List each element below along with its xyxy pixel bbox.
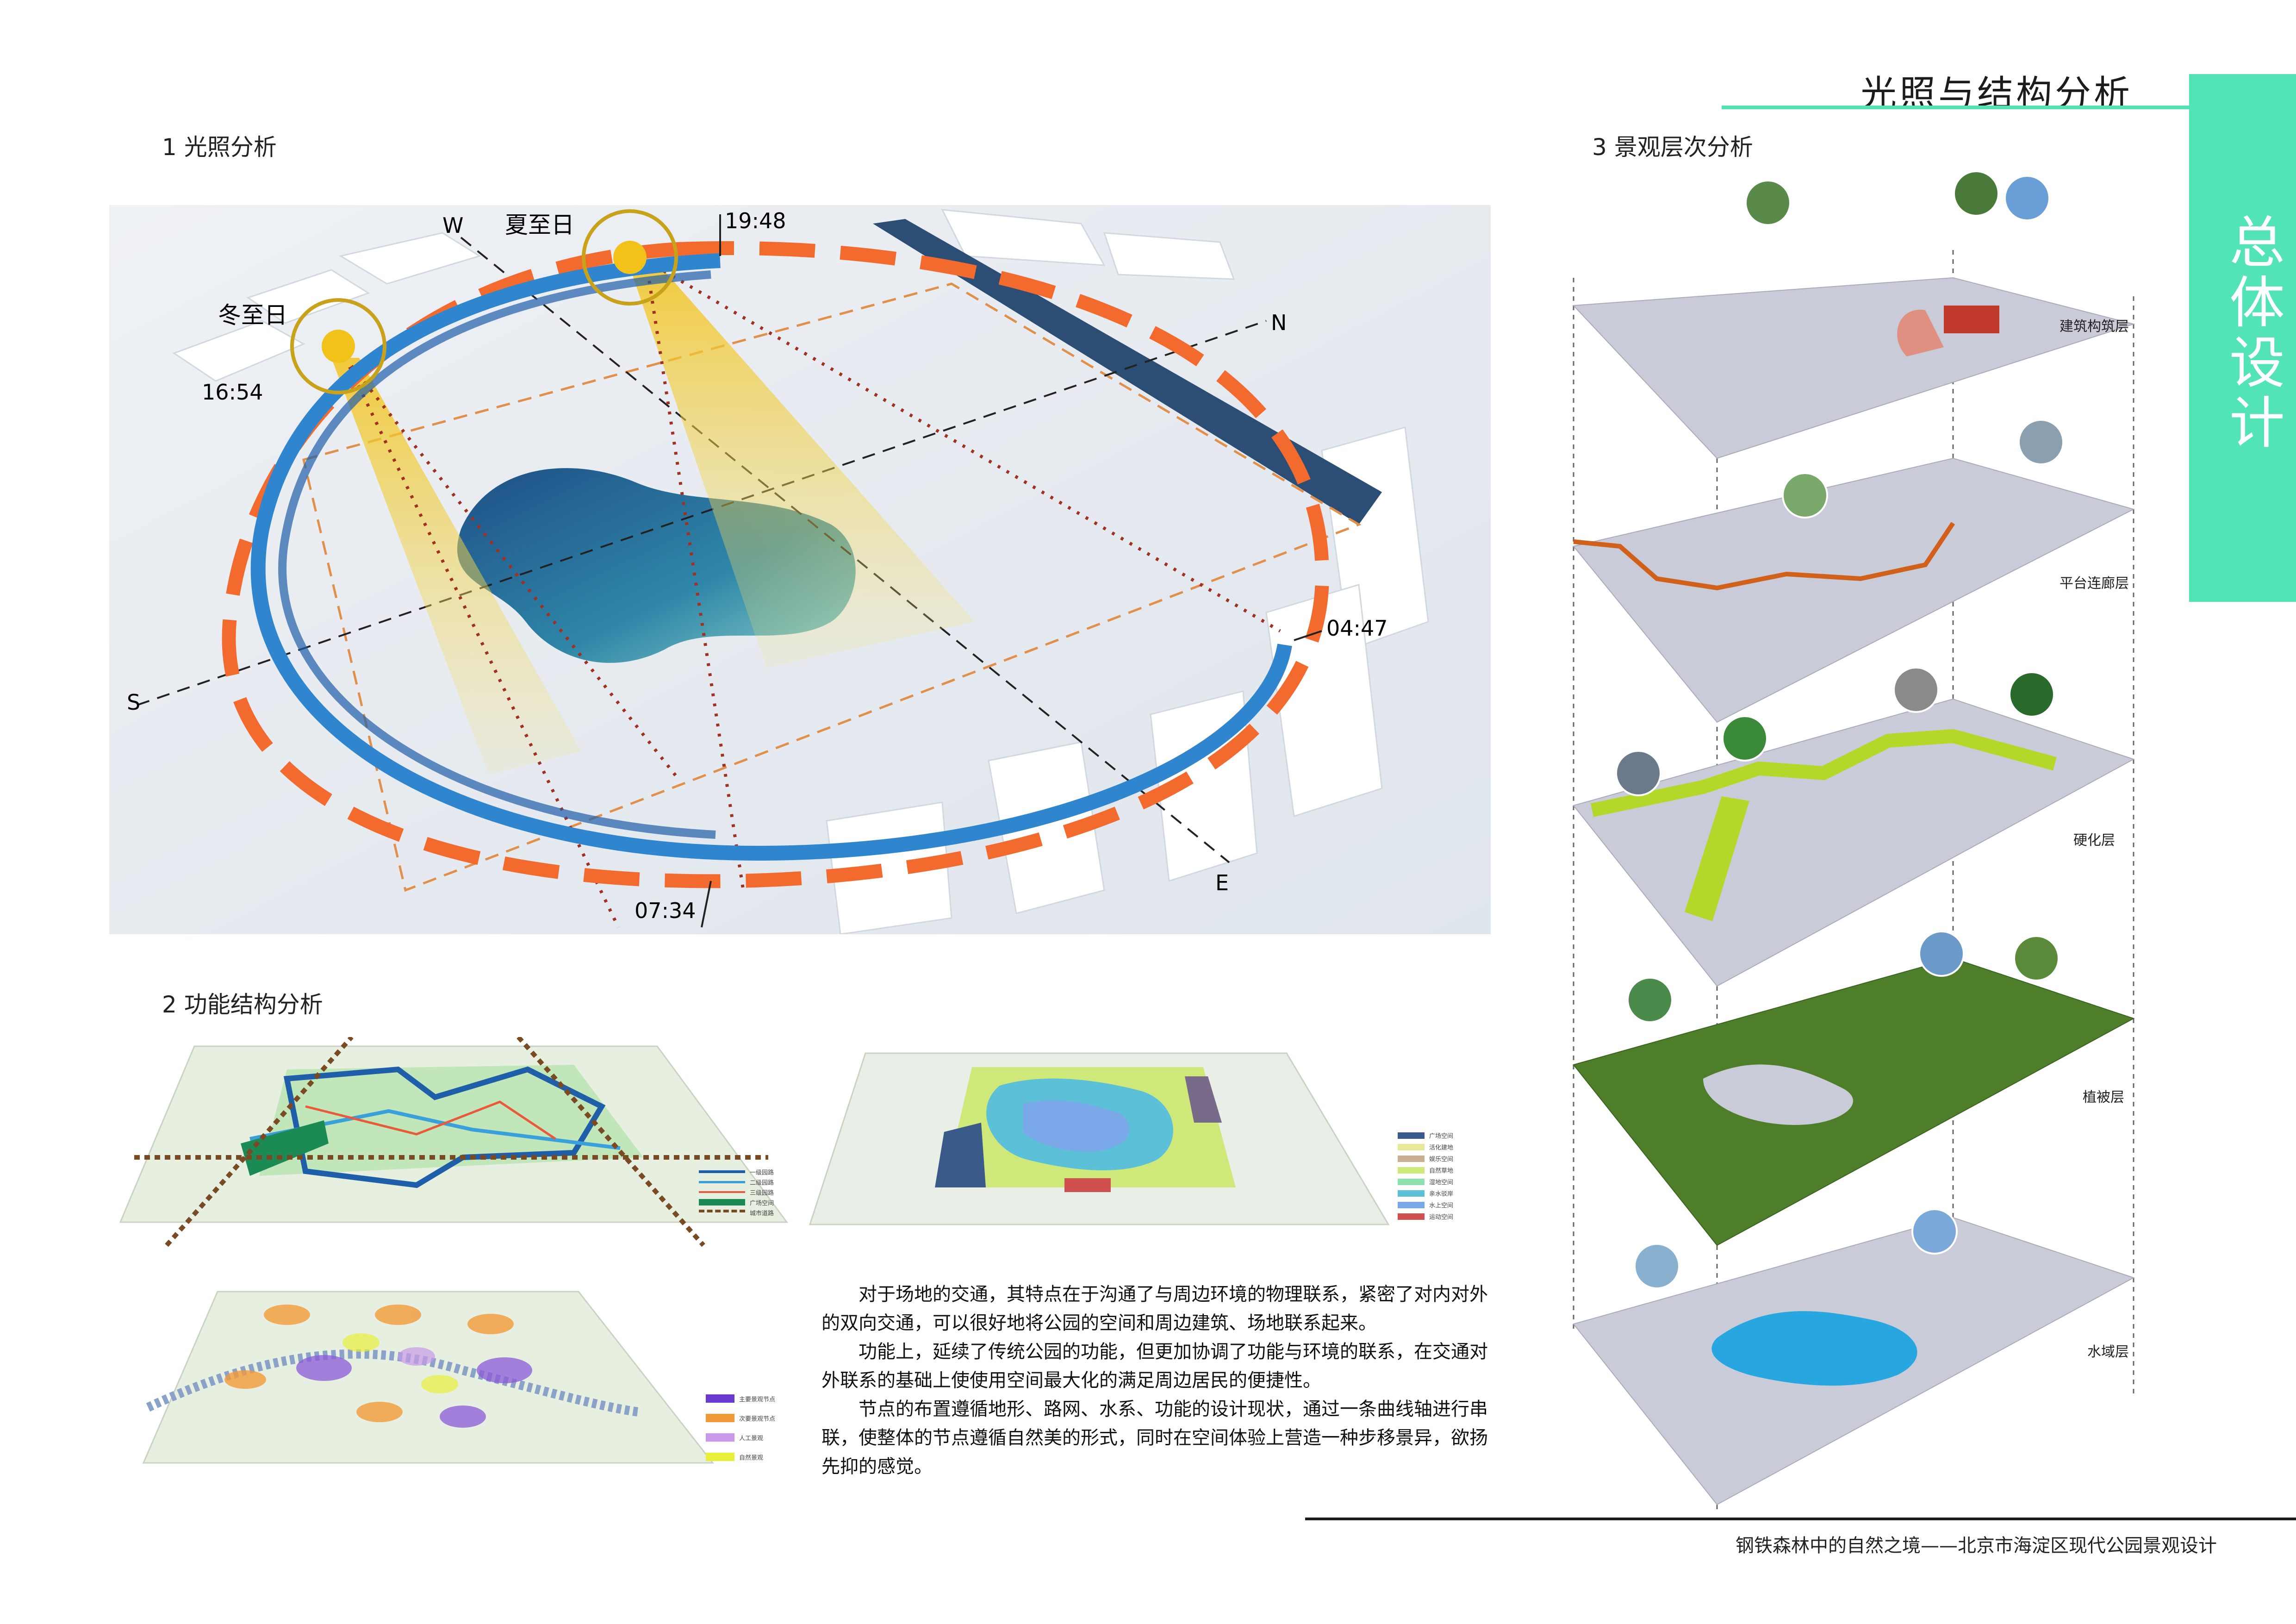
winter-sun [290,298,386,394]
photo-bubbles [1615,171,2064,1289]
minor-nodes [224,1305,514,1422]
label-building-layer: 建筑构筑层 [2060,319,2129,335]
side-band: 总体设计 [2189,74,2296,602]
label-water-layer: 水域层 [2087,1344,2129,1360]
zone-sport [1064,1178,1111,1192]
zone-entertain [1185,1076,1222,1123]
legend-item: 人工景观 [706,1428,798,1447]
tick-0734 [701,881,712,928]
natural-nodes [342,1333,458,1393]
footer-line [1305,1518,2296,1520]
primary-path [283,1066,606,1188]
section3-title: 3 景观层次分析 [1592,134,1753,161]
paragraph-function: 功能上，延续了传统公园的功能，但更加协调了功能与环境的联系，在交通对外联系的基础… [821,1341,1488,1391]
artificial-nodes [398,1347,435,1366]
major-nodes [296,1355,532,1428]
summer-sun [582,209,678,306]
layer-building: 建筑构筑层 [1572,277,2135,459]
legend-item: 次要景观节点 [706,1408,798,1428]
header-underline [1722,106,2189,109]
winter-sun-path [250,253,1292,861]
zone-water [1023,1100,1130,1152]
label-0447: 04:47 [1326,616,1388,641]
axis-ns [137,320,1267,706]
legend-item: 城市道路 [699,1207,801,1218]
legend-circulation: 一级园路 二级园路 三级园路 广场空间 城市道路 [699,1167,801,1218]
curve-axis [146,1349,640,1417]
label-summer-solstice: 夏至日 [505,212,574,238]
legend-nodes: 主要景观节点 次要景观节点 人工景观 自然景观 [706,1389,798,1467]
winter-sun-inner [278,270,716,839]
tertiary-path [305,1100,556,1140]
canal [873,219,1382,525]
legend-item: 自然景观 [706,1447,798,1467]
legend-item: 广场空间 [699,1197,801,1207]
legend-function: 广场空间 活化建地 娱乐空间 自然草地 湿地空间 亲水驳岸 水上空间 运动空间 [1398,1130,1486,1222]
description-text: 对于场地的交通，其特点在于沟通了与周边环境的物理联系，紧密了对内对外的双向交通，… [821,1280,1488,1481]
section1-title: 1 光照分析 [162,134,277,161]
layer-water: 水域层 [1573,1217,2135,1505]
paragraph-nodes: 节点的布置遵循地形、路网、水系、功能的设计现状，通过一条曲线轴进行串联，使整体的… [821,1399,1488,1477]
legend-item: 三级园路 [699,1187,801,1197]
footer-caption: 钢铁森林中的自然之境——北京市海淀区现代公园景观设计 [1736,1535,2217,1556]
plaza-arrow [241,1120,329,1176]
legend-item: 自然草地 [1398,1164,1486,1176]
label-north: N [1271,310,1287,335]
layer-platform: 平台连廊层 [1573,457,2135,723]
paragraph-traffic: 对于场地的交通，其特点在于沟通了与周边环境的物理联系，紧密了对内对外的双向交通，… [821,1284,1488,1334]
label-1948: 19:48 [725,208,786,233]
zone-plaza [935,1123,986,1187]
legend-item: 亲水驳岸 [1398,1187,1486,1199]
ray-summer-2 [644,260,745,891]
summer-beam [628,261,975,668]
label-south: S [127,690,140,715]
legend-item: 二级园路 [699,1177,801,1187]
legend-item: 运动空间 [1398,1211,1486,1222]
ray-winter-2 [343,357,620,928]
node-diagram [142,1291,715,1464]
label-vegetation-layer: 植被层 [2083,1089,2124,1106]
ray-summer-1 [645,259,1281,633]
label-platform-layer: 平台连廊层 [2060,575,2129,592]
legend-item: 主要景观节点 [706,1389,798,1408]
label-east: E [1215,870,1229,895]
section2-title: 2 功能结构分析 [162,991,323,1018]
legend-item: 活化建地 [1398,1141,1486,1153]
function-zone-diagram [809,1052,1390,1225]
legend-item: 一级园路 [699,1167,801,1177]
winter-beam [331,358,581,775]
label-paving-layer: 硬化层 [2073,832,2115,849]
legend-item: 娱乐空间 [1398,1153,1486,1164]
legend-item: 湿地空间 [1398,1176,1486,1187]
side-title: 总体设计 [2220,213,2284,454]
label-winter-solstice: 冬至日 [218,302,287,329]
legend-item: 广场空间 [1398,1130,1486,1141]
tick-0447 [1294,630,1322,641]
label-1654: 16:54 [202,380,263,405]
layer-vegetation: 植被层 [1573,957,2135,1246]
label-west: W [442,213,463,238]
circulation-diagram [119,1037,788,1247]
label-0734: 07:34 [635,898,696,923]
layer-paving: 硬化层 [1573,698,2135,987]
sun-analysis-diagram: W N S E 夏至日 冬至日 19:48 16:54 04:47 07:34 [109,205,1491,934]
landscape-layers-diagram: 建筑构筑层 平台连廊层 硬化层 植被层 水域层 [1572,171,2135,1514]
legend-item: 水上空间 [1398,1199,1486,1211]
